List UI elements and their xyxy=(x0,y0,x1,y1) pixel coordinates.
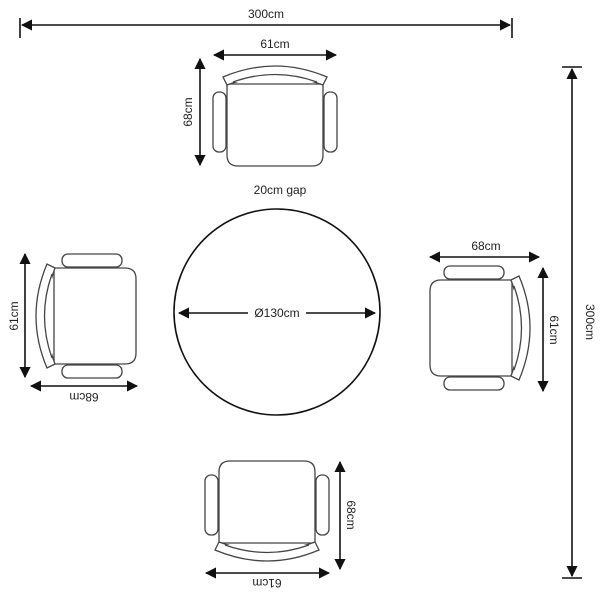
room-depth-dimension: 300cm xyxy=(562,66,597,579)
chair-right-depth-label: 68cm xyxy=(471,239,500,253)
chair-right: 68cm 61cm xyxy=(428,239,561,393)
chair-left-depth-label: 68cm xyxy=(69,390,98,404)
round-table: Ø130cm xyxy=(173,208,381,416)
chair-top-depth-label: 68cm xyxy=(181,97,195,126)
table-diameter-label: Ø130cm xyxy=(254,306,299,320)
chair-top-width-label: 61cm xyxy=(260,37,289,51)
chair-bottom-depth-label: 68cm xyxy=(344,500,358,529)
chair-bottom: 68cm 61cm xyxy=(204,460,358,590)
room-width-dimension: 300cm xyxy=(19,7,513,38)
room-width-label: 300cm xyxy=(248,7,284,21)
chair-top: 61cm 68cm xyxy=(181,37,338,167)
room-depth-label: 300cm xyxy=(583,304,597,340)
chair-left: 61cm 68cm xyxy=(7,252,139,404)
gap-label: 20cm gap xyxy=(254,183,307,197)
chair-left-width-label: 61cm xyxy=(7,301,21,330)
chair-right-width-label: 61cm xyxy=(547,315,561,344)
chair-bottom-width-label: 61cm xyxy=(252,576,281,590)
